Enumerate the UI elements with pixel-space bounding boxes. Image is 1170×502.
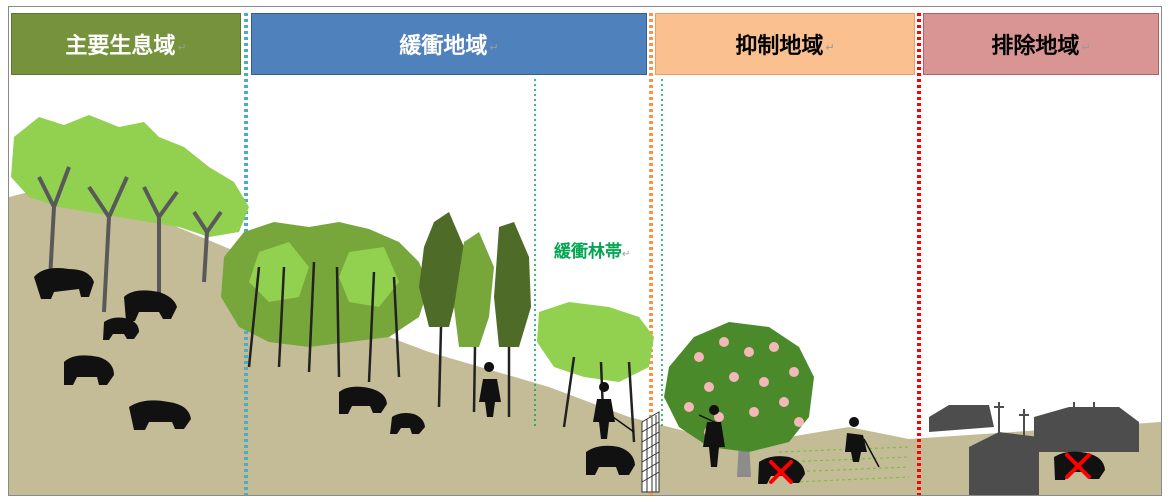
zone-header-suppression: 抑制地域↵	[655, 13, 915, 75]
return-mark: ↵	[489, 41, 499, 54]
crop-rows	[778, 446, 910, 483]
bear	[390, 413, 425, 434]
zone-header-buffer: 緩衝地域↵	[251, 13, 647, 75]
bear	[129, 400, 191, 430]
fence	[641, 411, 660, 493]
person	[845, 417, 867, 462]
return-mark: ↵	[1081, 41, 1091, 54]
houses	[929, 402, 1139, 495]
person	[593, 382, 615, 439]
person	[703, 405, 725, 467]
buffer-belt-label: 緩衝林帯↵	[554, 237, 630, 262]
ground-slope	[9, 182, 1161, 495]
bear	[34, 268, 94, 299]
habitat-forest	[11, 115, 249, 313]
zone-label: 主要生息域	[65, 34, 176, 59]
bear	[64, 355, 114, 385]
bear	[339, 386, 387, 414]
zone-header-habitat: 主要生息域↵	[11, 13, 241, 75]
return-mark: ↵	[825, 41, 835, 54]
buffer-forest	[221, 212, 660, 493]
person	[479, 362, 501, 417]
exclusion-marks	[769, 453, 1091, 484]
zoning-diagram: 主要生息域↵ 緩衝地域↵ 抑制地域↵ 排除地域↵ 緩衝林帯↵	[8, 6, 1162, 496]
buffer-belt-text: 緩衝林帯	[554, 242, 622, 262]
bear	[124, 290, 177, 321]
return-mark: ↵	[622, 249, 631, 260]
zone-label: 緩衝地域	[399, 34, 488, 59]
landscape-illustration	[9, 13, 1161, 495]
bear	[103, 317, 139, 340]
zone-label: 排除地域	[991, 34, 1080, 59]
people	[479, 362, 867, 467]
bear	[586, 445, 635, 475]
zone-label: 抑制地域	[735, 34, 824, 59]
zone-header-exclusion: 排除地域↵	[923, 13, 1159, 75]
return-mark: ↵	[177, 41, 187, 54]
persimmon-tree	[664, 322, 814, 477]
